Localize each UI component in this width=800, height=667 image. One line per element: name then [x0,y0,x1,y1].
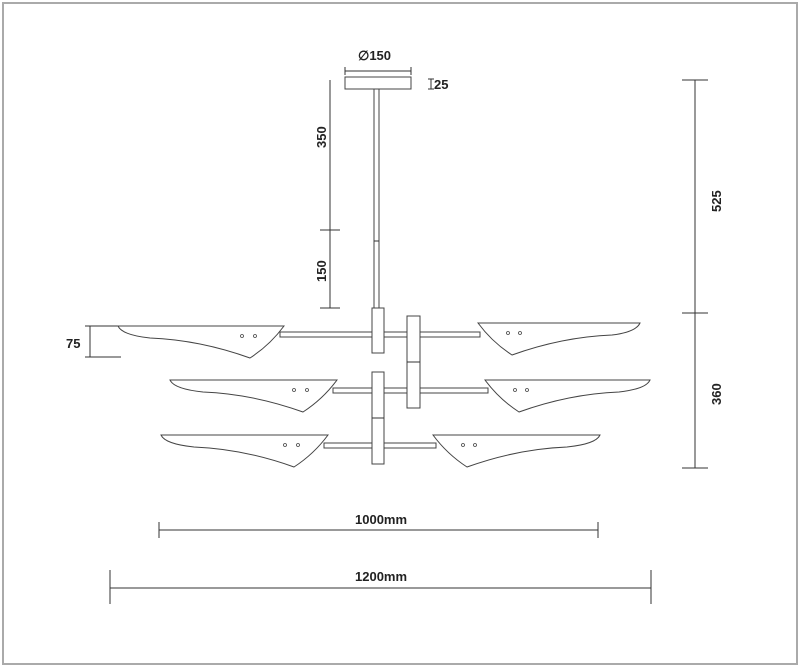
blade-height-label: 75 [66,336,80,351]
width-outer-label: 1200mm [355,569,407,584]
stem [373,88,380,309]
hub [371,307,385,354]
width-inner-label: 1000mm [355,512,407,527]
canopy-diameter-label: ∅150 [358,48,391,63]
canopy-height-label: 25 [434,77,448,92]
canopy [344,76,412,90]
height-top-label: 525 [709,190,724,212]
blades [117,322,651,468]
rod-upper-label: 350 [314,126,329,148]
rod-lower-label: 150 [314,260,329,282]
height-bottom-label: 360 [709,383,724,405]
